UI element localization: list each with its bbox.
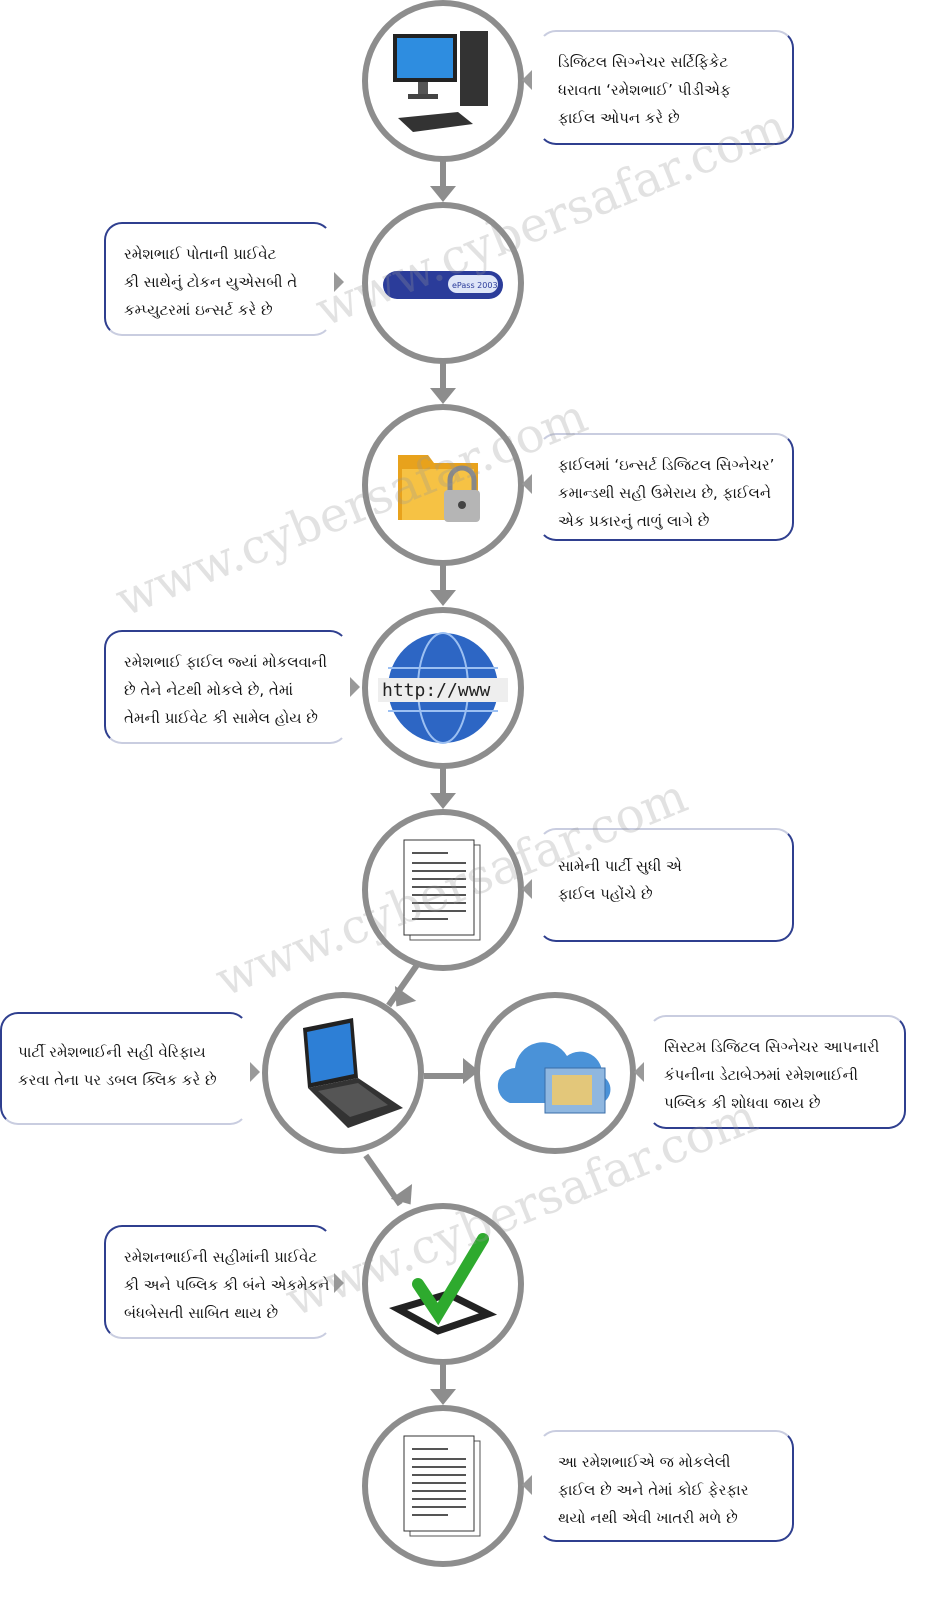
step-7-line: પબ્લિક કી શોધવા જાય છે bbox=[664, 1094, 821, 1112]
globe-label: http://www bbox=[382, 680, 491, 701]
step-8-text-box: રમેશનભાઈની સહીમાંની પ્રાઈવેટ કી અને પબ્લ… bbox=[104, 1225, 332, 1339]
step-4-circle: http://www bbox=[362, 607, 524, 769]
connector bbox=[440, 564, 446, 594]
pointer bbox=[522, 70, 532, 90]
step-4-line: તેમની પ્રાઈવેટ કી સામેલ હોય છે bbox=[124, 709, 318, 727]
arrow-down-icon bbox=[430, 1389, 456, 1405]
document-icon bbox=[403, 1435, 481, 1537]
step-6-text-box: પાર્ટી રમેશભાઈની સહી વેરિફાય કરવા તેના પ… bbox=[0, 1012, 248, 1125]
step-1-line: ધરાવતા ‘રમેશભાઈ’ પીડીએફ bbox=[558, 81, 731, 99]
pointer bbox=[334, 1273, 344, 1293]
pointer bbox=[522, 474, 532, 494]
step-6-line: પાર્ટી રમેશભાઈની સહી વેરિફાય bbox=[18, 1043, 206, 1061]
step-3-circle bbox=[362, 404, 524, 566]
arrow-down-icon bbox=[430, 590, 456, 606]
step-6-line: કરવા તેના પર ડબલ ક્લિક કરે છે bbox=[18, 1071, 217, 1089]
step-5-text-box: સામેની પાર્ટી સુધી એ ફાઈલ પહોંચે છે bbox=[538, 828, 794, 942]
pointer bbox=[350, 677, 360, 697]
step-4-text-box: રમેશભાઈ ફાઈલ જ્યાં મોકલવાની છે તેને નેટથ… bbox=[104, 630, 348, 744]
step-2-circle: ePass 2003 bbox=[362, 202, 524, 364]
laptop-icon bbox=[303, 1018, 403, 1128]
desktop-computer-icon bbox=[393, 31, 488, 132]
step-9-line: ફાઈલ છે અને તેમાં કોઈ ફેરફાર bbox=[558, 1481, 749, 1499]
pointer bbox=[522, 1475, 532, 1495]
step-9-line: થયો નથી એવી ખાતરી મળે છે bbox=[558, 1509, 738, 1527]
locked-folder-icon bbox=[398, 455, 480, 522]
watermark: www.cybersafar.com bbox=[107, 387, 595, 629]
pointer bbox=[334, 272, 344, 292]
usb-token-icon: ePass 2003 bbox=[383, 271, 503, 299]
step-7-line: કંપનીના ડેટાબેઝમાં રમેશભાઈની bbox=[664, 1066, 859, 1084]
pointer bbox=[522, 879, 532, 899]
arrow-down-icon bbox=[430, 388, 456, 404]
arrow-down-icon bbox=[430, 793, 456, 809]
step-3-line: એક પ્રકારનું તાળું લાગે છે bbox=[558, 512, 710, 530]
connector bbox=[440, 160, 446, 190]
step-8-line: કી અને પબ્લિક કી બંને એકમેકને bbox=[124, 1276, 330, 1294]
arrow-down-icon bbox=[430, 186, 456, 202]
step-7-text-box: સિસ્ટમ ડિજિટલ સિગ્નેચર આપનારી કંપનીના ડે… bbox=[648, 1015, 906, 1129]
step-9-circle bbox=[362, 1405, 524, 1567]
step-5-line: ફાઈલ પહોંચે છે bbox=[558, 885, 653, 903]
step-9-text-box: આ રમેશભાઈએ જ મોકલેલી ફાઈલ છે અને તેમાં ક… bbox=[538, 1430, 794, 1542]
step-2-line: કમ્પ્યુટરમાં ઇન્સર્ટ કરે છે bbox=[124, 301, 273, 319]
step-1-line: ફાઈલ ઓપન કરે છે bbox=[558, 109, 680, 127]
step-1-text-box: ડિજિટલ સિગ્નેચર સર્ટિફિકેટ ધરાવતા ‘રમેશભ… bbox=[538, 30, 794, 145]
step-8-circle bbox=[362, 1203, 524, 1365]
step-5-line: સામેની પાર્ટી સુધી એ bbox=[558, 857, 682, 875]
step-2-line: કી સાથેનું ટોકન યુએસબી તે bbox=[124, 273, 298, 291]
connector bbox=[440, 362, 446, 392]
connector bbox=[440, 1363, 446, 1393]
step-4-line: રમેશભાઈ ફાઈલ જ્યાં મોકલવાની bbox=[124, 653, 328, 671]
step-9-line: આ રમેશભાઈએ જ મોકલેલી bbox=[558, 1453, 731, 1471]
connector bbox=[424, 1073, 464, 1079]
step-4-line: છે તેને નેટથી મોકલે છે, તેમાં bbox=[124, 681, 294, 699]
step-7-circle bbox=[474, 992, 636, 1154]
step-1-circle bbox=[362, 0, 524, 162]
document-icon bbox=[403, 839, 481, 941]
step-3-text-box: ફાઈલમાં ‘ઇન્સર્ટ ડિજિટલ સિગ્નેચર’ કમાન્ડ… bbox=[538, 433, 794, 541]
step-2-text-box: રમેશભાઈ પોતાની પ્રાઈવેટ કી સાથેનું ટોકન … bbox=[104, 222, 332, 336]
step-3-line: ફાઈલમાં ‘ઇન્સર્ટ ડિજિટલ સિગ્નેચર’ bbox=[558, 456, 775, 474]
token-label: ePass 2003 bbox=[452, 281, 498, 290]
step-8-line: રમેશનભાઈની સહીમાંની પ્રાઈવેટ bbox=[124, 1248, 318, 1266]
step-1-line: ડિજિટલ સિગ્નેચર સર્ટિફિકેટ bbox=[558, 53, 729, 71]
globe-http-icon: http://www bbox=[378, 632, 508, 744]
cloud-database-icon bbox=[497, 1042, 611, 1114]
step-2-line: રમેશભાઈ પોતાની પ્રાઈવેટ bbox=[124, 245, 277, 263]
step-3-line: કમાન્ડથી સહી ઉમેરાય છે, ફાઈલને bbox=[558, 484, 772, 502]
connector bbox=[440, 767, 446, 797]
step-5-circle bbox=[362, 809, 524, 971]
step-7-line: સિસ્ટમ ડિજિટલ સિગ્નેચર આપનારી bbox=[664, 1038, 880, 1056]
step-6-circle bbox=[262, 992, 424, 1154]
checkmark-icon bbox=[389, 1233, 498, 1335]
pointer bbox=[634, 1062, 644, 1082]
pointer bbox=[250, 1062, 260, 1082]
step-8-line: બંધબેસતી સાબિત થાય છે bbox=[124, 1304, 279, 1322]
